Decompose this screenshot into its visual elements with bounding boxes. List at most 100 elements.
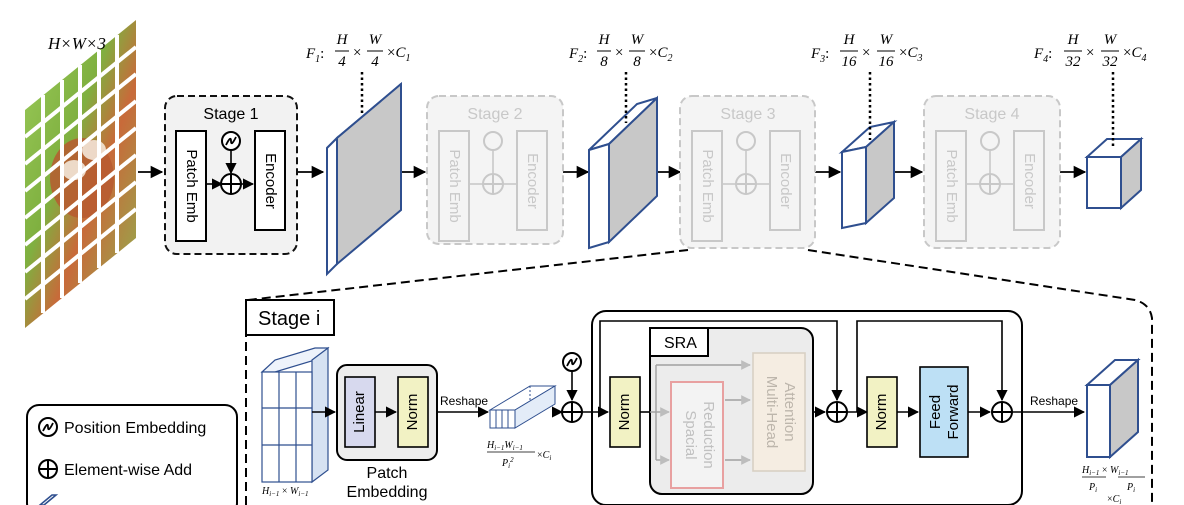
reshape-label-2: Reshape <box>1030 394 1078 408</box>
feature-map-f2 <box>588 95 658 250</box>
stage-i-title: Stage i <box>258 308 320 330</box>
stage-3-block <box>679 95 816 249</box>
norm-label-3: Norm <box>873 394 890 431</box>
feature-label-f4: F4: H 32 × W 32 ×C4 <box>1033 32 1146 70</box>
pos-embedding-add <box>561 352 583 423</box>
svg-text:8: 8 <box>633 54 641 70</box>
norm-label-1: Norm <box>404 394 421 431</box>
svg-text:H: H <box>1067 32 1080 48</box>
svg-text:4: 4 <box>338 54 346 70</box>
svg-text:W: W <box>880 32 894 48</box>
svg-text:4: 4 <box>371 54 379 70</box>
svg-text:Pi: Pi <box>1088 482 1097 494</box>
token-seq-dim-label: Hi−1Wi−1 <box>486 440 523 452</box>
svg-text:H: H <box>598 32 611 48</box>
svg-text:×Ci: ×Ci <box>1107 494 1121 505</box>
feature-map-f1 <box>326 81 402 277</box>
svg-text:×: × <box>1086 45 1094 61</box>
svg-text:×C2: ×C2 <box>649 45 672 64</box>
svg-text:16: 16 <box>879 54 895 70</box>
stage-2-encoder-label: Encoder <box>524 153 541 209</box>
svg-text:F3:: F3: <box>810 46 829 65</box>
input-grid-dim-label: Hi−1 × Wi−1 <box>261 486 309 498</box>
feature-label-connectors <box>360 72 1115 148</box>
input-token-grid <box>260 346 330 484</box>
svg-text:W: W <box>369 32 383 48</box>
svg-text:8: 8 <box>600 54 608 70</box>
svg-text:W: W <box>631 32 645 48</box>
svg-text:F2:: F2: <box>568 46 587 65</box>
svg-text:H: H <box>336 32 349 48</box>
token-sequence <box>488 385 557 429</box>
stage-2-block <box>426 95 564 245</box>
patch-embedding-caption-2: Embedding <box>347 484 428 501</box>
svg-text:×: × <box>862 45 870 61</box>
svg-text:×C1: ×C1 <box>387 45 410 64</box>
mha-box <box>752 352 806 472</box>
stage-3-encoder-label: Encoder <box>777 153 794 209</box>
feature-label-f2: F2: H 8 × W 8 ×C2 <box>568 32 672 70</box>
add-icon-3 <box>991 401 1013 423</box>
stage-i-detail: Stage i <box>245 299 335 505</box>
encoder-box <box>254 130 286 231</box>
stage-4-block <box>923 95 1061 249</box>
sra-internal-arrows <box>650 360 751 465</box>
svg-text:×C4: ×C4 <box>1123 45 1146 64</box>
legend <box>26 404 238 505</box>
spacial-reduction-label-2: Reduction <box>700 401 717 469</box>
output-feature-cube <box>1084 357 1141 460</box>
svg-text:×C3: ×C3 <box>899 45 922 64</box>
output-dim-label: Hi−1 × Wi−1 <box>1081 465 1129 477</box>
norm-box-1 <box>397 376 429 448</box>
legend-position-embedding: Position Embedding <box>64 420 206 437</box>
residual-arrows <box>599 320 1008 418</box>
stage-3-title: Stage 3 <box>720 106 775 123</box>
legend-element-add: Element-wise Add <box>64 462 192 479</box>
stage-4-patch-label: Patch Emb <box>943 149 960 222</box>
svg-text:Pi: Pi <box>1126 482 1135 494</box>
feature-label-f1: F1: H 4 × W 4 ×C1 <box>305 32 410 70</box>
svg-text:F4:: F4: <box>1033 46 1052 65</box>
patch-embedding-caption-1: Patch <box>367 465 408 482</box>
stage-2-patch-label: Patch Emb <box>446 149 463 222</box>
input-image <box>23 20 138 328</box>
feed-forward-box <box>919 366 969 458</box>
reshape-label-1: Reshape <box>440 394 488 408</box>
mha-label-2: Attention <box>781 382 798 441</box>
svg-text:F1:: F1: <box>305 46 324 65</box>
feed-forward-label-2: Forward <box>945 384 962 439</box>
encoder-label: Encoder <box>262 153 279 209</box>
add-icon-2 <box>826 401 848 423</box>
svg-text:×Ci: ×Ci <box>537 450 551 462</box>
stage-4-encoder-label: Encoder <box>1021 153 1038 209</box>
mha-label-1: Multi-Head <box>763 376 780 449</box>
stage-4-title: Stage 4 <box>964 106 1019 123</box>
patch-emb-label: Patch Emb <box>183 149 200 222</box>
svg-text:16: 16 <box>842 54 858 70</box>
stage-3-patch-label: Patch Emb <box>699 149 716 222</box>
feature-map-f4 <box>1084 136 1144 211</box>
feature-map-f3 <box>838 119 898 230</box>
zoom-lines <box>247 249 1153 505</box>
svg-text:×: × <box>615 45 623 61</box>
patch-embedding-group <box>336 364 438 461</box>
stage-1-title: Stage 1 <box>203 106 258 123</box>
svg-text:Pi2: Pi2 <box>501 456 514 470</box>
feature-label-f3: F3: H 16 × W 16 ×C3 <box>810 32 922 70</box>
feed-forward-label-1: Feed <box>927 395 944 429</box>
spacial-reduction-label-1: Spacial <box>682 410 699 459</box>
input-size-label: H×W×3 <box>47 34 106 53</box>
stage-2-title: Stage 2 <box>467 106 522 123</box>
svg-text:W: W <box>1104 32 1118 48</box>
sra-label: SRA <box>664 335 697 352</box>
norm-box-3 <box>866 376 898 448</box>
patch-emb-box <box>175 130 207 242</box>
linear-label: Linear <box>351 391 368 433</box>
spacial-reduction-box <box>670 381 724 489</box>
stage-1-block: Stage 1 Patch Emb Encoder <box>164 95 298 255</box>
norm-label-2: Norm <box>616 394 633 431</box>
svg-text:×: × <box>353 45 361 61</box>
svg-text:32: 32 <box>1065 54 1082 70</box>
svg-text:32: 32 <box>1102 54 1119 70</box>
